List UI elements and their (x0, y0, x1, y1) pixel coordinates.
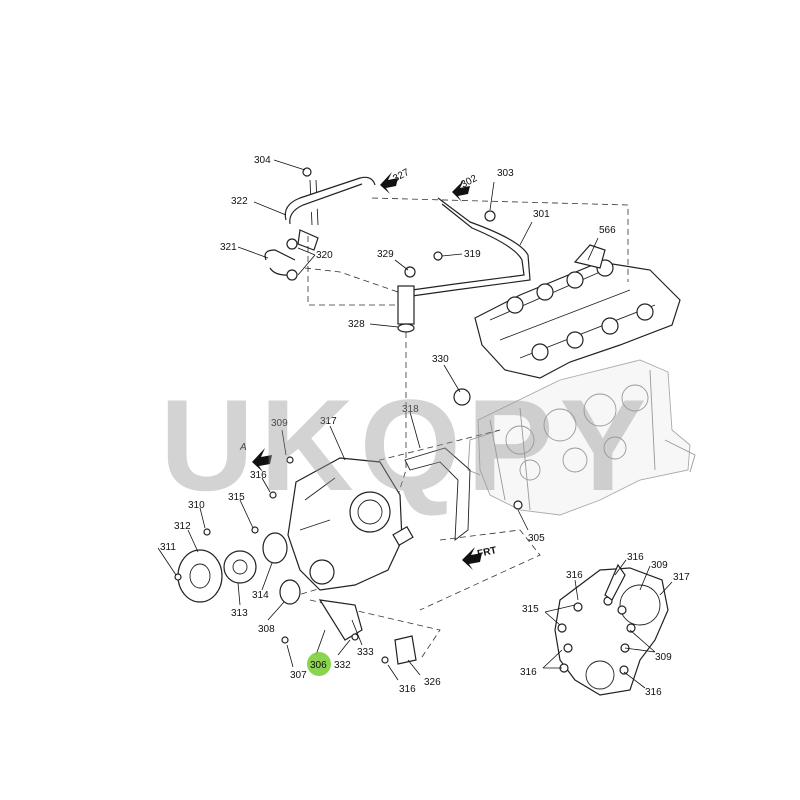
callout-306: 306 (310, 660, 327, 671)
arrow-icon-302 (452, 180, 470, 202)
balancer-assembly (174, 456, 523, 665)
callout-319: 319 (464, 249, 481, 260)
callout-309-inset: 309 (651, 560, 668, 571)
timing-cover (287, 457, 414, 591)
callout-332: 332 (334, 660, 351, 671)
callout-302: 302 (459, 173, 479, 191)
highlight-marker (307, 652, 331, 676)
callout-310: 310 (188, 500, 205, 511)
callout-315-main: 315 (228, 492, 245, 503)
direction-arrows: A FRT (239, 172, 498, 570)
callout-322: 322 (231, 196, 248, 207)
callout-566: 566 (599, 225, 616, 236)
callout-304: 304 (254, 155, 271, 166)
callout-316-b: 316 (399, 684, 416, 695)
callout-316-c: 316 (627, 552, 644, 563)
callout-309-main: 309 (271, 418, 288, 429)
callout-316-d: 316 (566, 570, 583, 581)
callout-329: 329 (377, 249, 394, 260)
coolant-pipes (264, 167, 531, 406)
callout-316-e: 316 (520, 667, 537, 678)
front-label: FRT (476, 545, 497, 560)
callout-labels: 304 327 302 303 322 301 566 321 320 329 … (160, 155, 690, 698)
callout-307: 307 (290, 670, 307, 681)
callout-308: 308 (258, 624, 275, 635)
arrow-icon-front (462, 547, 482, 570)
engine-block-ghost (467, 359, 696, 516)
callout-321: 321 (220, 242, 237, 253)
inset-cover-view (554, 563, 669, 696)
gasket (404, 447, 471, 541)
callout-327: 327 (391, 167, 411, 185)
callout-309-inset-b: 309 (655, 652, 672, 663)
callout-315-inset: 315 (522, 604, 539, 615)
callout-318: 318 (402, 404, 419, 415)
callout-303: 303 (497, 168, 514, 179)
callout-326: 326 (424, 677, 441, 688)
callout-313: 313 (231, 608, 248, 619)
callout-316-a: 316 (250, 470, 267, 481)
callout-333: 333 (357, 647, 374, 658)
callout-305: 305 (528, 533, 545, 544)
arrow-icon-view-a (252, 448, 272, 472)
callout-301: 301 (533, 209, 550, 220)
view-a-label: A (239, 442, 247, 453)
callout-317-main: 317 (320, 416, 337, 427)
callout-328: 328 (348, 319, 365, 330)
arrow-icon-327 (380, 172, 398, 194)
callout-311: 311 (160, 542, 176, 553)
intake-manifold (474, 244, 681, 379)
callout-314: 314 (252, 590, 269, 601)
callout-320: 320 (316, 250, 333, 261)
callout-317-inset: 317 (673, 572, 690, 583)
leader-lines (157, 159, 673, 689)
callout-312: 312 (174, 521, 191, 532)
callout-316-f: 316 (645, 687, 662, 698)
callout-330: 330 (432, 354, 449, 365)
